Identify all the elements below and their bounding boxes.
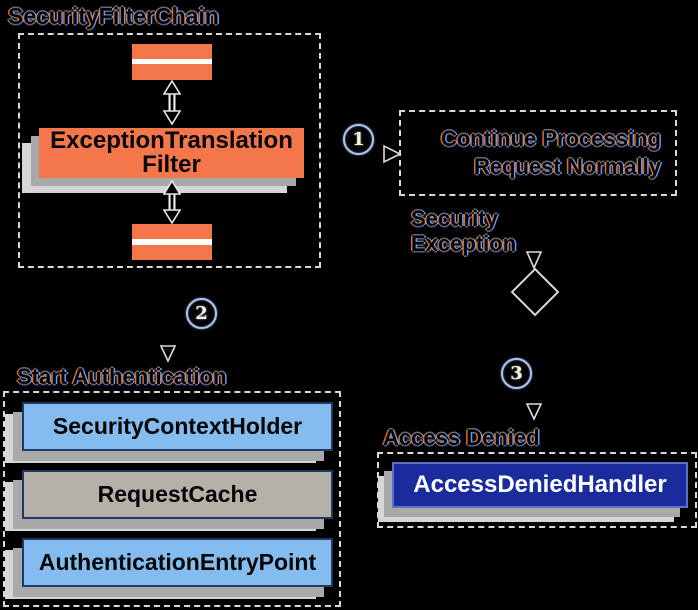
filter-box-label-line1: ExceptionTranslation [50, 127, 293, 154]
filter-bar [132, 245, 212, 260]
authentication-entry-point-label: AuthenticationEntryPoint [38, 549, 317, 575]
security-exception-line2: Exception [411, 231, 517, 256]
security-exception-line1: Security [411, 206, 498, 231]
step-3-badge: 3 [501, 358, 532, 389]
arrow-down-to-start-authentication [159, 345, 177, 363]
exception-translation-filter-box: ExceptionTranslation Filter [39, 128, 304, 178]
arrow-down-to-access-denied [525, 403, 543, 421]
double-arrow-bottom [162, 179, 182, 225]
continue-processing-line2: Request Normally [473, 154, 661, 179]
start-authentication-title: Start Authentication [17, 364, 227, 389]
security-context-holder-label: SecurityContextHolder [52, 413, 303, 439]
double-arrow-top [162, 79, 182, 126]
start-authentication-box [3, 391, 341, 607]
security-context-holder-box: SecurityContextHolder [22, 402, 333, 451]
security-filter-chain-box [18, 33, 321, 268]
step-1-badge: 1 [343, 124, 374, 155]
filter-bars-bottom [132, 224, 212, 260]
filter-bar [132, 224, 212, 239]
filter-bar [132, 64, 212, 80]
access-denied-handler-box: AccessDeniedHandler [392, 462, 688, 508]
step-2-badge: 2 [186, 298, 217, 329]
filter-bar [132, 44, 212, 59]
access-denied-handler-label: AccessDeniedHandler [413, 471, 667, 498]
decision-diamond [510, 267, 560, 317]
filter-bar-divider [132, 239, 212, 245]
arrow-right-to-continue [383, 144, 402, 164]
continue-processing-box: Continue Processing Request Normally [399, 110, 677, 196]
authentication-entry-point-box: AuthenticationEntryPoint [22, 538, 333, 587]
security-exception-label: Security Exception [411, 206, 516, 256]
filter-bar-divider [132, 59, 212, 64]
request-cache-box: RequestCache [22, 470, 333, 519]
request-cache-label: RequestCache [97, 481, 258, 507]
access-denied-title: Access Denied [383, 425, 540, 450]
filter-box-label-line2: Filter [142, 151, 201, 178]
arrow-down-to-diamond [525, 251, 543, 270]
security-filter-chain-title: SecurityFilterChain [8, 3, 219, 29]
filter-bars-top [132, 44, 212, 80]
continue-processing-line1: Continue Processing [440, 126, 661, 151]
